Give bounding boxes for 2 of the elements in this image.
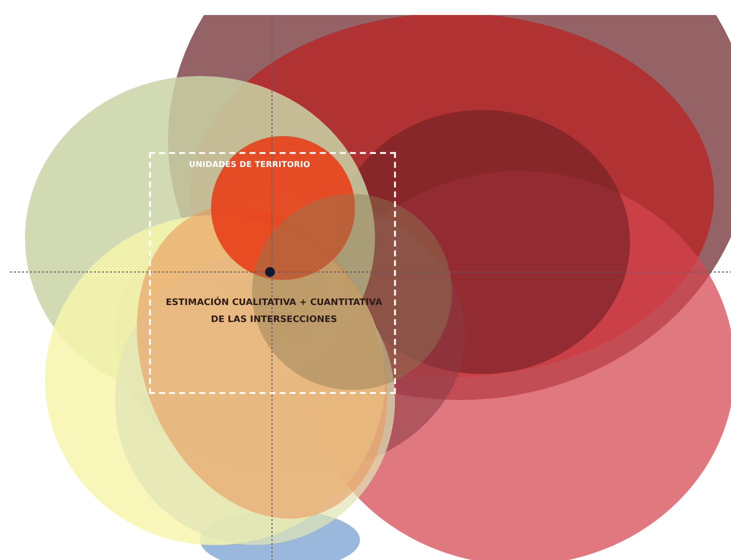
- frame-text: ESTIMACIÓN CUALITATIVA + CUANTITATIVA DE LAS INTERSECCIONES: [164, 296, 384, 327]
- dashed-frame: [149, 152, 396, 394]
